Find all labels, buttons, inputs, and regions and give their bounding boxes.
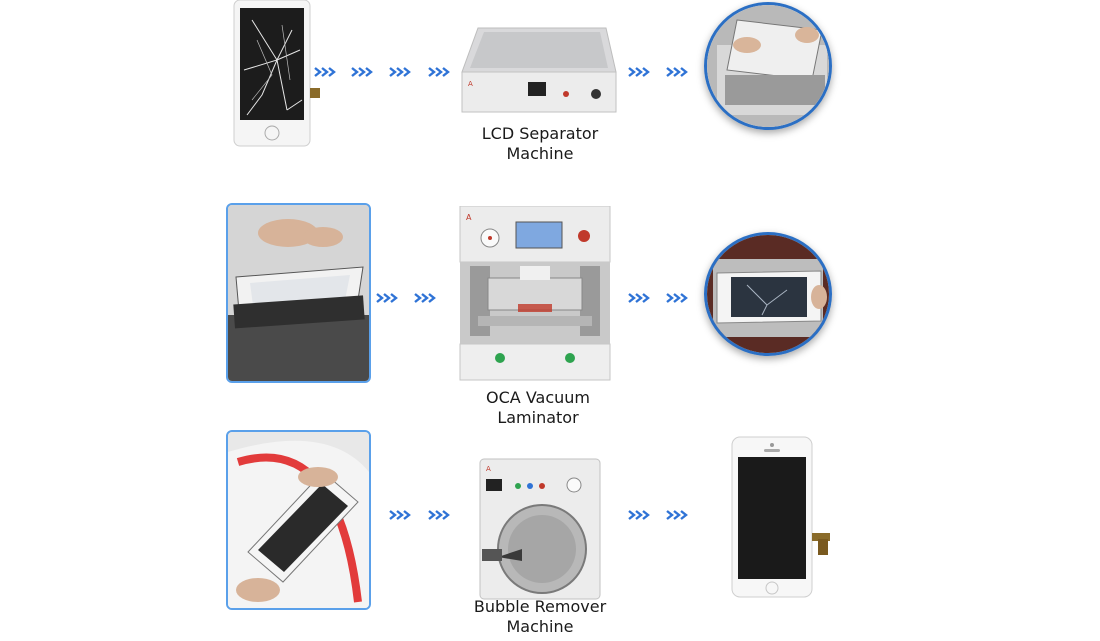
step-caption: Bubble Remover Machine — [450, 597, 630, 637]
oca-laminator-machine-icon: A — [458, 206, 612, 382]
laminated-screen-photo — [704, 232, 832, 356]
autoclave-loading-photo — [226, 430, 371, 610]
chevron-arrow-icon — [666, 510, 688, 520]
chevron-arrow-icon — [414, 293, 436, 303]
caption-line-1: Bubble Remover — [473, 597, 607, 616]
chevron-arrow-icon — [351, 67, 373, 77]
chevron-arrow-icon — [628, 510, 650, 520]
svg-text:A: A — [466, 213, 472, 222]
chevron-arrow-icon — [628, 293, 650, 303]
chevron-arrow-icon — [666, 67, 688, 77]
chevron-arrow-icon — [666, 293, 688, 303]
repaired-phone-icon — [730, 435, 836, 601]
cracked-phone-icon — [232, 0, 324, 150]
svg-text:A: A — [486, 465, 491, 473]
lcd-separator-machine-icon: A — [458, 24, 620, 114]
row-1: A LCD Separator Machine — [0, 0, 1100, 200]
caption-line-1: OCA Vacuum — [486, 388, 590, 407]
separated-screen-photo — [704, 2, 832, 130]
chevron-arrow-icon — [389, 510, 411, 520]
chevron-arrow-icon — [628, 67, 650, 77]
step-caption: OCA Vacuum Laminator — [448, 388, 628, 428]
screen-alignment-photo — [226, 203, 371, 383]
caption-line-2: Machine — [506, 144, 574, 163]
chevron-arrow-icon — [389, 67, 411, 77]
row-3: A Bubble Remover Machine — [0, 425, 1100, 641]
caption-line-1: LCD Separator — [481, 124, 599, 143]
chevron-arrow-icon — [314, 67, 336, 77]
svg-text:A: A — [468, 80, 473, 88]
chevron-arrow-icon — [428, 67, 450, 77]
chevron-arrow-icon — [376, 293, 398, 303]
step-caption: LCD Separator Machine — [450, 124, 630, 164]
bubble-remover-machine-icon: A — [478, 457, 604, 601]
caption-line-2: Machine — [506, 617, 574, 636]
row-2: A OCA Vacuum Laminator — [0, 200, 1100, 430]
chevron-arrow-icon — [428, 510, 450, 520]
caption-line-2: Laminator — [497, 408, 579, 427]
